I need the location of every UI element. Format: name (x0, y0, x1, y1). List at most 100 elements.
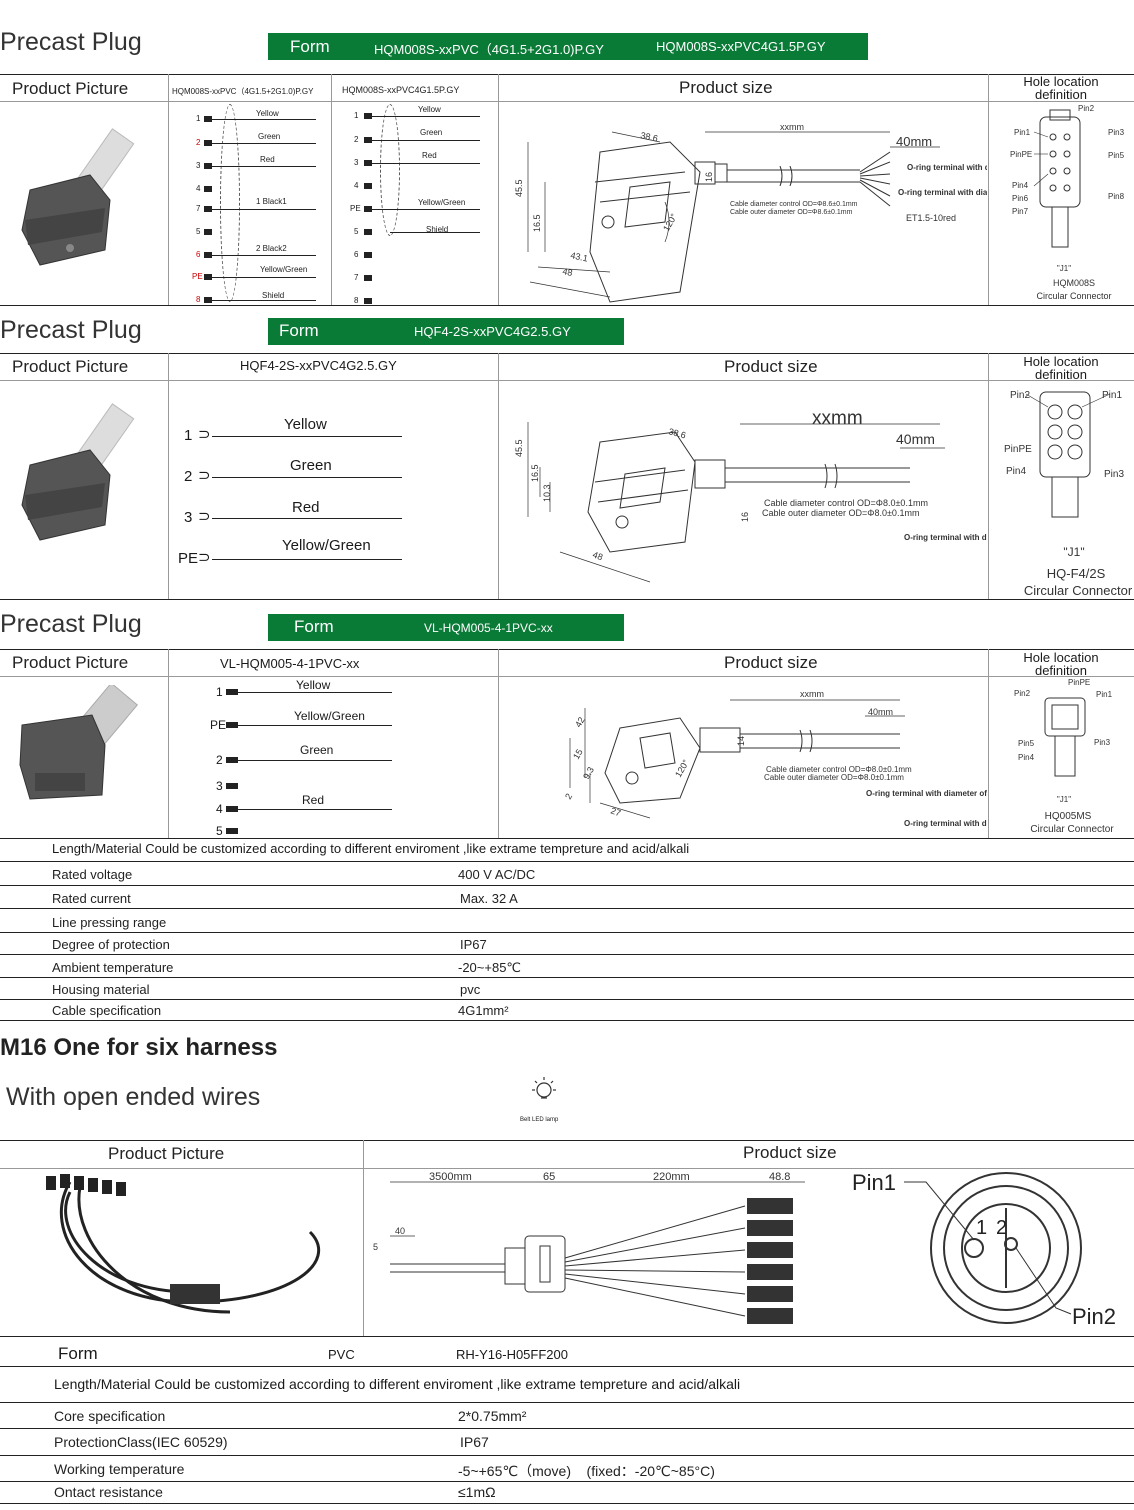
wire-label: Yellow/Green (260, 265, 308, 274)
pin-label: 4 (216, 802, 223, 816)
spec-key: Degree of protection (52, 937, 170, 952)
pin-label: 5 (354, 227, 359, 236)
dim-angle: 120° (661, 212, 679, 233)
spec-key: Core specification (54, 1408, 166, 1424)
pin-2-label: Pin2 (1014, 689, 1031, 698)
form-label: Form (290, 37, 330, 56)
dim-len: xxmm (800, 689, 824, 699)
product-picture-2 (21, 403, 135, 541)
spec-value: pvc (460, 982, 481, 997)
pin-5-label: Pin5 (1108, 151, 1125, 160)
wire-label: Yellow (284, 416, 327, 433)
m16-form-material: PVC (328, 1347, 355, 1362)
pin-label: 3 (354, 158, 359, 167)
spec-value: 4G1mm² (458, 1003, 509, 1018)
dim-strip: 40mm (868, 707, 893, 717)
pin-3-label: Pin3 (1108, 128, 1125, 137)
pin-label: 3 (196, 161, 201, 170)
wire-label: Yellow (256, 109, 279, 118)
pin-7-label: Pin7 (1012, 207, 1029, 216)
pin-label: 2 (216, 753, 223, 767)
dim-2: 45.5 (514, 179, 524, 197)
connector-type: Circular Connector (1024, 583, 1133, 598)
pin-label: 1 (216, 685, 223, 699)
pin-label: 2 (354, 135, 359, 144)
product-size-drawing-1: xxmm 40mm 38.6 45.5 16.5 43.1 48 120° 16… (514, 122, 987, 303)
product-size-drawing-2: xxmm 40mm 38.6 45.5 16.5 10.3 48 16 Cabl… (514, 408, 987, 583)
col-hole: Hole location definition (1023, 354, 1099, 382)
pin-label: 6 (354, 250, 359, 259)
dim-strip: 40mm (896, 431, 935, 447)
spec-key: Ambient temperature (52, 960, 174, 975)
wiring-title: HQF4-2S-xxPVC4G2.5.GY (240, 358, 397, 373)
dim-4: 10.3 (542, 484, 552, 502)
pin-2-label: Pin2 (1010, 390, 1030, 401)
dim-3: 16.5 (532, 214, 542, 232)
pin-label: PE (350, 204, 361, 213)
pin-label: 7 (196, 204, 201, 213)
spec-key: Housing material (52, 982, 150, 997)
m16-form-value: RH-Y16-H05FF200 (456, 1347, 568, 1362)
spec-value: 400 V AC/DC (458, 867, 536, 882)
wire-label: Shield (426, 225, 449, 234)
dim-1: 42 (573, 715, 587, 729)
dim-2: 15 (571, 747, 585, 761)
dim-6: 16 (740, 512, 750, 522)
dim-6: 14 (736, 736, 746, 746)
form-value-2: HQM008S-xxPVC4G1.5P.GY (656, 39, 826, 54)
connector-name: HQ005MS (1045, 811, 1092, 822)
dim-strip: 40mm (896, 134, 932, 149)
pin-num-2: 2 (996, 1217, 1007, 1239)
cable-control: Cable diameter control OD=Φ8.6±0.1mm (730, 201, 858, 208)
wire-label: Yellow/Green (418, 198, 466, 207)
terminal-3: ET1.5-10red (906, 213, 956, 223)
cable-control: Cable diameter control OD=Φ8.0±0.1mm (766, 765, 912, 774)
dim-d: 48.8 (769, 1171, 790, 1183)
form-value: VL-HQM005-4-1PVC-xx (424, 621, 553, 635)
cable-outer: Cable outer diameter OD=Φ8.6±0.1mm (730, 209, 853, 216)
pin-4-label: Pin4 (1012, 181, 1029, 190)
pin-label: 3 (184, 509, 193, 526)
product-size-drawing-3: xxmm 40mm 42 15 9.3 2 27 14 120° Cable d… (563, 689, 987, 828)
pin-1-label: Pin1 (1102, 390, 1122, 401)
pin-label: PE (210, 718, 227, 732)
form-label: Form (294, 617, 334, 636)
col-hole: Hole location definition (1023, 650, 1099, 678)
form-label: Form (279, 321, 319, 340)
spec-value: -20~+85℃ (458, 960, 522, 975)
pin-1-label: Pin1 (1096, 690, 1113, 699)
col-picture: Product Picture (12, 653, 129, 672)
wire-label: Green (290, 457, 332, 474)
pin-label: 2 (184, 468, 193, 485)
col-hole: Hole location definition (1023, 74, 1099, 102)
lamp-label: Belt LED lamp (520, 1117, 559, 1123)
section2-title: Precast Plug (0, 316, 142, 344)
pin-label: 4 (354, 181, 359, 190)
pin-label: 8 (354, 296, 359, 305)
dim-5: 48 (591, 549, 604, 562)
wiring-b-title: HQM008S-xxPVC4G1.5P.GY (342, 85, 460, 95)
wiring-diagram-2: 1⊃Yellow 2⊃Green 3⊃Red PE⊃Yellow/Green (172, 382, 496, 598)
wire-label: 1 Black1 (256, 197, 287, 206)
connector-j: "J1" (1063, 545, 1084, 559)
connector-name: HQ-F4/2S (1047, 566, 1106, 581)
pin-5-label: Pin5 (1018, 739, 1035, 748)
pin-3-label: Pin3 (1104, 469, 1124, 480)
wire-label: Green (258, 132, 281, 141)
m16-customize-note: Length/Material Could be customized acco… (54, 1376, 741, 1392)
wire-label: Red (292, 499, 320, 516)
cable-outer: Cable outer diameter OD=Φ8.0±0.1mm (764, 773, 904, 782)
wire-label: Yellow (296, 678, 331, 692)
customize-note: Length/Material Could be customized acco… (52, 841, 690, 856)
dim-a: 3500mm (429, 1171, 472, 1183)
spec-value: Max. 32 A (460, 891, 518, 906)
lamp-icon (532, 1077, 556, 1099)
pin-4-label: Pin4 (1006, 466, 1026, 477)
spec-key: Cable specification (52, 1003, 162, 1018)
connector-type: Circular Connector (1036, 291, 1111, 301)
section3-title: Precast Plug (0, 610, 142, 638)
hole-location-2: Pin2 Pin1 PinPE Pin4 Pin3 "J1" HQ-F4/2S … (1004, 390, 1133, 598)
wire-label: Green (420, 128, 443, 137)
